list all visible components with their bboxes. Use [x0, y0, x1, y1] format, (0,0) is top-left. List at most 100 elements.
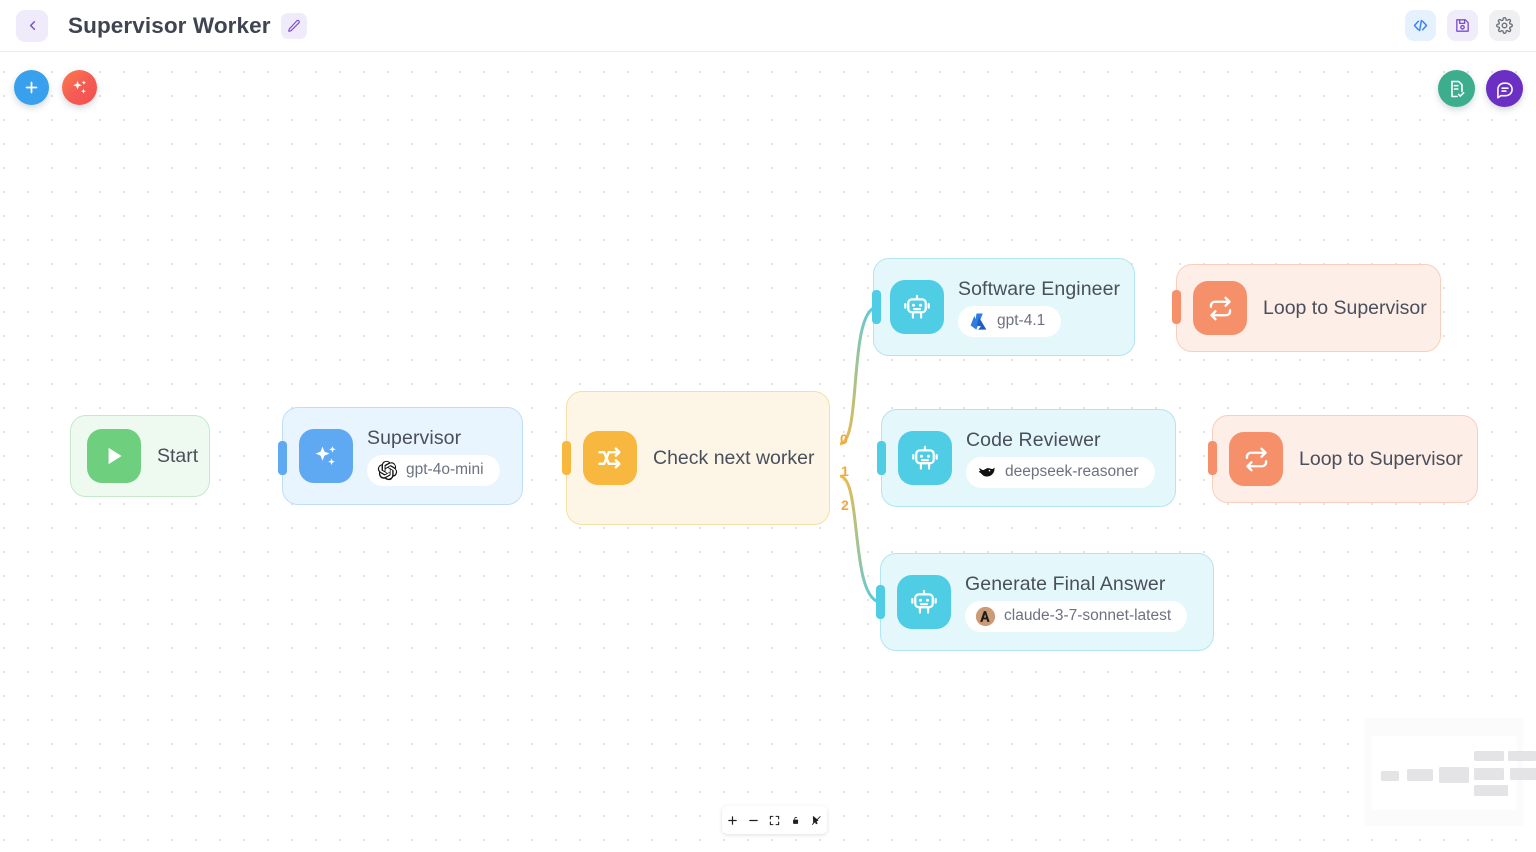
model-name-generate-final-answer: claude-3-7-sonnet-latest	[1004, 607, 1172, 624]
robot-icon	[890, 280, 944, 334]
model-chip-software-engineer[interactable]: gpt-4.1	[958, 305, 1062, 337]
node-software-engineer[interactable]: Software Engineer gpt-4.1	[873, 258, 1135, 356]
robot-icon	[898, 431, 952, 485]
model-name-software-engineer: gpt-4.1	[997, 312, 1046, 329]
branch-icon	[583, 431, 637, 485]
save-button[interactable]	[1447, 10, 1478, 41]
handle-loop-1-target[interactable]	[1172, 290, 1181, 324]
sparkles-icon	[299, 429, 353, 483]
lock-button[interactable]	[785, 806, 806, 834]
azure-logo	[970, 312, 987, 330]
edit-title-button[interactable]	[280, 12, 307, 39]
node-supervisor-body: Supervisor gpt-4o-mini	[367, 427, 500, 486]
model-chip-generate-final-answer[interactable]: claude-3-7-sonnet-latest	[965, 600, 1188, 632]
node-code-reviewer[interactable]: Code Reviewer deepseek-reasoner	[881, 409, 1176, 507]
robot-icon	[897, 575, 951, 629]
sparkles-glyph-icon	[315, 446, 336, 466]
shuffle-glyph-icon	[598, 447, 621, 469]
play-icon	[87, 429, 141, 483]
back-button[interactable]	[16, 9, 48, 42]
node-supervisor[interactable]: Supervisor gpt-4o-mini	[282, 407, 523, 505]
model-chip-supervisor[interactable]: gpt-4o-mini	[367, 454, 500, 486]
floppy-disk-icon	[1456, 19, 1469, 32]
play-triangle-icon	[108, 447, 122, 465]
plus-icon	[728, 815, 737, 825]
node-start-label: Start	[157, 444, 199, 467]
edge-check-to-software-engineer	[839, 305, 877, 446]
node-software-engineer-title: Software Engineer	[958, 277, 1121, 300]
node-start[interactable]: Start	[70, 415, 210, 497]
chevron-left-icon	[29, 21, 35, 30]
minimap-node	[1474, 768, 1504, 780]
zoom-out-button[interactable]	[743, 806, 764, 834]
handle-supervisor-target[interactable]	[278, 441, 287, 475]
handle-check-target[interactable]	[562, 441, 571, 475]
repeat-glyph-icon	[1245, 447, 1267, 471]
plus-icon	[25, 81, 38, 94]
minimap[interactable]	[1365, 718, 1536, 826]
header-actions	[1405, 10, 1520, 41]
edge-label-1: 1	[841, 463, 849, 479]
interactivity-icon	[811, 815, 821, 825]
chat-bubble-icon	[1496, 81, 1513, 99]
anthropic-logo	[975, 606, 996, 626]
settings-button[interactable]	[1489, 10, 1520, 41]
edge-label-2: 2	[841, 497, 849, 513]
node-loop-to-supervisor-1[interactable]: Loop to Supervisor	[1176, 264, 1441, 352]
run-log-button[interactable]	[1438, 70, 1475, 107]
deepseek-logo	[978, 466, 996, 476]
node-supervisor-title: Supervisor	[367, 426, 462, 449]
minimap-node	[1508, 751, 1536, 761]
node-loop-to-supervisor-1-label: Loop to Supervisor	[1263, 296, 1427, 319]
lock-icon	[792, 816, 798, 824]
node-check-next-worker[interactable]: Check next worker	[566, 391, 830, 525]
toggle-interactivity-button[interactable]	[806, 806, 827, 834]
node-software-engineer-body: Software Engineer gpt-4.1	[958, 277, 1121, 337]
model-name-code-reviewer: deepseek-reasoner	[1005, 463, 1139, 480]
robot-glyph-icon	[904, 294, 930, 319]
document-check-icon	[1450, 80, 1464, 97]
minimap-viewport[interactable]	[1371, 736, 1536, 810]
code-view-button[interactable]	[1405, 10, 1436, 41]
node-generate-final-answer-body: Generate Final Answer claude-3-7-sonnet-…	[965, 572, 1188, 632]
zoom-in-button[interactable]	[722, 806, 743, 834]
app-header: Supervisor Worker	[0, 0, 1536, 52]
minimap-node	[1474, 751, 1504, 761]
gear-icon	[1496, 17, 1513, 34]
fit-view-icon	[769, 815, 780, 825]
handle-loop-2-target[interactable]	[1208, 441, 1217, 475]
model-name-supervisor: gpt-4o-mini	[406, 461, 484, 478]
openai-logo	[377, 460, 398, 480]
node-loop-to-supervisor-2[interactable]: Loop to Supervisor	[1212, 415, 1478, 503]
minimap-node	[1474, 785, 1508, 796]
handle-generate-final-answer-target[interactable]	[876, 585, 885, 619]
handle-software-engineer-target[interactable]	[872, 290, 881, 324]
minimap-node	[1510, 768, 1536, 780]
chat-button[interactable]	[1486, 70, 1523, 107]
model-chip-code-reviewer[interactable]: deepseek-reasoner	[966, 456, 1155, 488]
robot-glyph-icon	[912, 445, 938, 470]
node-loop-to-supervisor-2-label: Loop to Supervisor	[1299, 447, 1463, 470]
node-generate-final-answer-title: Generate Final Answer	[965, 572, 1166, 595]
minimap-node	[1439, 767, 1469, 783]
edge-label-0: 0	[840, 431, 848, 447]
node-generate-final-answer[interactable]: Generate Final Answer claude-3-7-sonnet-…	[880, 553, 1214, 651]
robot-glyph-icon	[911, 589, 937, 614]
edge-check-to-generate-final-answer	[839, 474, 880, 604]
page-title: Supervisor Worker	[68, 12, 271, 38]
handle-code-reviewer-target[interactable]	[877, 441, 886, 475]
code-brackets-icon	[1413, 19, 1428, 32]
node-code-reviewer-title: Code Reviewer	[966, 428, 1101, 451]
add-node-button[interactable]	[14, 70, 49, 105]
pencil-icon	[287, 19, 300, 32]
flow-canvas[interactable]: 0 1 2 Start Supervisor	[0, 52, 1536, 852]
fit-view-button[interactable]	[764, 806, 785, 834]
node-code-reviewer-body: Code Reviewer deepseek-reasoner	[966, 429, 1155, 488]
ai-generate-button[interactable]	[62, 70, 97, 105]
repeat-icon	[1229, 432, 1283, 486]
repeat-glyph-icon	[1209, 296, 1231, 320]
node-check-next-worker-label: Check next worker	[653, 446, 815, 469]
sparkles-icon	[73, 80, 87, 94]
minus-icon	[749, 819, 758, 821]
